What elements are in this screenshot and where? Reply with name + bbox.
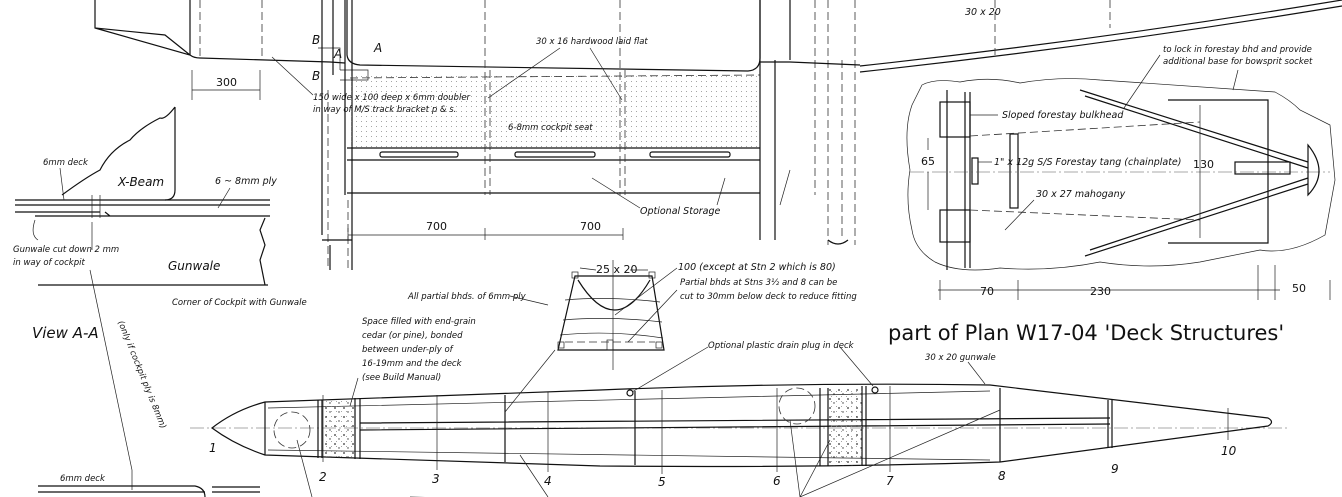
- seat-note: 6-8mm cockpit seat: [508, 123, 593, 133]
- doubler-note-line2: in way of M/S track bracket p & s.: [313, 105, 456, 115]
- corner-caption: Corner of Cockpit with Gunwale: [172, 298, 307, 308]
- bulkhead-note: Sloped forestay bulkhead: [1002, 110, 1124, 121]
- dim-230: 230: [1090, 285, 1111, 298]
- cut-note-line2: in way of cockpit: [13, 258, 85, 268]
- dim-50: 50: [1292, 282, 1306, 295]
- tang-note: 1" x 12g S/S Forestay tang (chainplate): [994, 157, 1181, 168]
- bulkhead-detail: 25 x 20 All partial bhds. of 6mm ply 100…: [407, 260, 857, 370]
- dim-300: 300: [216, 76, 237, 89]
- station-3: 3: [432, 472, 440, 486]
- station-10: 10: [1221, 444, 1237, 458]
- section-a-right: A: [373, 41, 382, 55]
- storage-note: Optional Storage: [640, 206, 721, 217]
- fill-note-line5: (see Build Manual): [362, 373, 441, 383]
- fill-note-line1: Space filled with end-grain: [362, 317, 476, 327]
- dim-70: 70: [980, 285, 994, 298]
- height-note-line3: cut to 30mm below deck to reduce fitting: [680, 292, 857, 302]
- ply-note: All partial bhds. of 6mm ply: [407, 292, 527, 302]
- cockpit-plan: 300 B B A A 700 700 30 x 16 hardwood lai…: [94, 0, 1342, 270]
- corner-size: 25 x 20: [596, 263, 638, 276]
- deck-label: 6mm deck: [43, 158, 89, 168]
- drain-note: Optional plastic drain plug in deck: [708, 341, 855, 351]
- station-5: 5: [658, 475, 666, 489]
- section-b-top: B: [312, 33, 320, 47]
- dim-65: 65: [921, 155, 935, 168]
- cut-note-line1: Gunwale cut down 2 mm: [13, 245, 119, 255]
- fill-note-line2: cedar (or pine), bonded: [362, 331, 463, 341]
- ply-note: (only if cockpit ply is 8mm): [115, 319, 168, 430]
- station-2: 2: [319, 470, 327, 484]
- aa-deck-label: 6mm deck: [60, 474, 106, 484]
- section-b-bottom: B: [312, 69, 320, 83]
- height-note-line1: 100 (except at Stn 2 which is 80): [678, 262, 836, 273]
- dim-700-left: 700: [426, 220, 447, 233]
- dim-130: 130: [1193, 158, 1214, 171]
- height-note-line2: Partial bhds at Stns 3½ and 8 can be: [680, 278, 837, 288]
- ply-label: 6 ~ 8mm ply: [215, 176, 277, 187]
- lock-note-line2: additional base for bowsprit socket: [1163, 57, 1313, 67]
- fill-note-line3: between under-ply of: [362, 345, 455, 355]
- forestay-detail: to lock in forestay bhd and provide addi…: [906, 45, 1336, 300]
- station-1: 1: [209, 441, 217, 455]
- cockpit-seat-area: [347, 72, 760, 148]
- station-7: 7: [886, 474, 894, 488]
- section-a-left: A: [333, 47, 342, 61]
- hull-plan: Space filled with end-grain cedar (or pi…: [190, 317, 1290, 497]
- fill-note-line4: 16-19mm and the deck: [362, 359, 463, 369]
- gunwale-note: 30 x 20 gunwale: [925, 353, 996, 363]
- doubler-note-line1: 150 wide x 100 deep x 6mm doubler: [313, 93, 471, 103]
- view-aa-label: View A-A: [32, 324, 99, 342]
- mahogany-note: 30 x 27 mahogany: [1036, 189, 1126, 200]
- plan-title: part of Plan W17-04 'Deck Structures': [888, 321, 1284, 345]
- gunwale-size: 30 x 20: [965, 7, 1001, 18]
- hardwood-note: 30 x 16 hardwood laid flat: [536, 37, 648, 47]
- corner-detail: 6mm deck X-Beam 6 ~ 8mm ply Gunwale cut …: [13, 106, 307, 308]
- station-8: 8: [998, 469, 1006, 483]
- xbeam-label: X-Beam: [117, 175, 164, 189]
- gunwale-label: Gunwale: [168, 259, 220, 273]
- station-6: 6: [773, 474, 781, 488]
- lock-note-line1: to lock in forestay bhd and provide: [1163, 45, 1312, 55]
- station-4: 4: [544, 474, 552, 488]
- station-9: 9: [1111, 462, 1119, 476]
- dim-700-right: 700: [580, 220, 601, 233]
